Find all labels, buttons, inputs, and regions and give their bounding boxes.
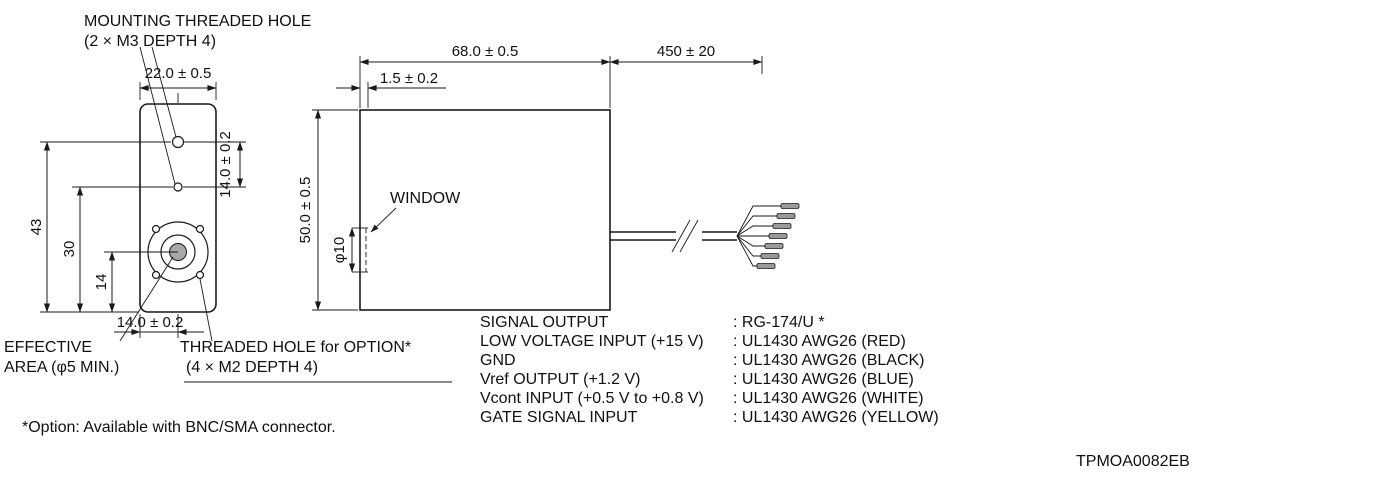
side-dimensions: 68.0 ± 0.5 450 ± 20 1.5 ± 0.2 50.0 ± 0.5… <box>297 43 763 311</box>
wiring-row-value: : UL1430 AWG26 (YELLOW) <box>733 409 939 426</box>
wire <box>736 215 777 237</box>
wiring-row-value: : UL1430 AWG26 (BLUE) <box>733 371 914 388</box>
wiring-row-value: : UL1430 AWG26 (RED) <box>733 333 906 350</box>
front-callouts: MOUNTING THREADED HOLE (2 × M3 DEPTH 4) … <box>4 13 411 436</box>
wire-terminal <box>776 213 796 219</box>
dim-cable-length: 450 ± 20 <box>657 43 715 60</box>
wiring-row-label: GND <box>480 352 516 369</box>
callout-mounting-hole-line2: (2 × M3 DEPTH 4) <box>84 33 216 50</box>
leader-effective-area <box>119 256 174 342</box>
dim-bottom-offset: 14.0 ± 0.2 <box>117 314 184 331</box>
wiring-row-label: LOW VOLTAGE INPUT (+15 V) <box>480 333 704 350</box>
option-hole-tr <box>195 224 205 234</box>
callout-effective-area-line1: EFFECTIVE <box>4 339 92 356</box>
front-view <box>139 93 217 313</box>
wire-terminal <box>768 233 788 239</box>
dim-hole-pitch: 14.0 ± 0.2 <box>217 131 234 198</box>
dim-body-length: 68.0 ± 0.5 <box>452 43 519 60</box>
cable-assembly <box>610 203 800 269</box>
callout-option-hole-line1: THREADED HOLE for OPTION* <box>180 339 411 356</box>
option-note: *Option: Available with BNC/SMA connecto… <box>22 419 336 436</box>
leader-option-hole <box>199 278 213 342</box>
wire <box>736 235 765 247</box>
wire <box>736 235 757 267</box>
dim-lower-14: 14 <box>93 274 110 291</box>
leader-window <box>370 207 397 233</box>
dim-window-diameter: φ10 <box>331 237 348 263</box>
side-view <box>359 109 611 311</box>
callout-window: WINDOW <box>390 190 461 207</box>
wire <box>736 235 761 257</box>
wire <box>736 225 773 237</box>
wiring-table: SIGNAL OUTPUT : RG-174/U * LOW VOLTAGE I… <box>480 314 939 426</box>
callout-effective-area-line2: AREA (φ5 MIN.) <box>4 359 119 376</box>
drawing-number: TPMOA0082EB <box>1076 453 1190 470</box>
wire-terminal <box>780 203 800 209</box>
cable-break-mark <box>679 219 699 253</box>
wire-terminal <box>764 243 784 249</box>
dim-window-recess: 1.5 ± 0.2 <box>380 70 438 87</box>
wiring-row-value: : RG-174/U * <box>733 314 825 331</box>
mounting-hole-bottom <box>173 182 183 192</box>
wire-terminal <box>756 263 776 269</box>
callout-mounting-hole-line1: MOUNTING THREADED HOLE <box>84 13 311 30</box>
dim-body-height: 50.0 ± 0.5 <box>297 177 314 244</box>
mounting-hole-top <box>171 135 185 149</box>
dim-overall-43: 43 <box>28 219 45 236</box>
wiring-row-value: : UL1430 AWG26 (WHITE) <box>733 390 924 407</box>
option-hole-br <box>195 270 205 280</box>
wire <box>736 205 781 237</box>
leader-mounting-hole-2 <box>139 46 176 185</box>
front-leaders <box>119 46 452 383</box>
option-hole-bl <box>151 270 161 280</box>
wiring-row-label: Vcont INPUT (+0.5 V to +0.8 V) <box>480 390 704 407</box>
leader-mounting-hole-1 <box>151 46 177 138</box>
wiring-row-label: GATE SIGNAL INPUT <box>480 409 638 426</box>
option-hole-tl <box>151 224 161 234</box>
side-body-outline <box>359 109 611 311</box>
front-dimensions: 22.0 ± 0.5 14.0 ± 0.2 43 30 14 14.0 ± 0.… <box>28 65 246 338</box>
callout-option-hole-line2: (4 × M2 DEPTH 4) <box>186 359 318 376</box>
cable-break-mark <box>671 219 691 253</box>
footer: TPMOA0082EB <box>1076 453 1190 470</box>
wiring-row-label: Vref OUTPUT (+1.2 V) <box>480 371 640 388</box>
dim-mid-30: 30 <box>61 241 78 258</box>
wiring-row-label: SIGNAL OUTPUT <box>480 314 609 331</box>
wire-terminal <box>772 223 792 229</box>
dim-front-width: 22.0 ± 0.5 <box>145 65 212 82</box>
wiring-row-value: : UL1430 AWG26 (BLACK) <box>733 352 925 369</box>
wire-terminal <box>760 253 780 259</box>
